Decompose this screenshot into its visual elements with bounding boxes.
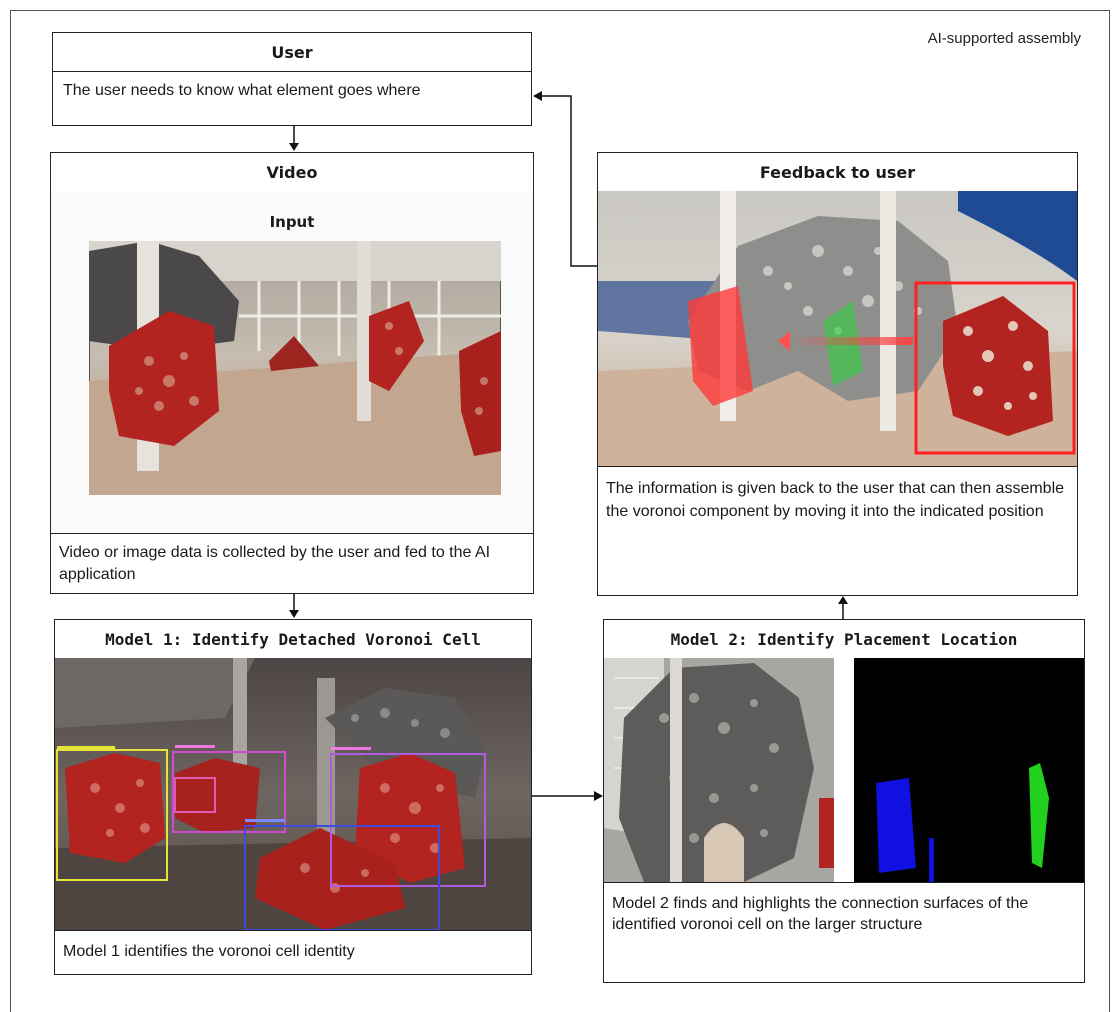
feedback-box-title: Feedback to user (598, 153, 1077, 192)
input-image-label: Input (269, 213, 315, 231)
feedback-rendering-image (598, 191, 1077, 466)
model2-placement-image (604, 658, 1084, 882)
model2-box: Model 2: Identify Placement Location Mod… (603, 619, 1085, 983)
video-box-title: Video (51, 153, 533, 192)
input-video-frame-image (89, 241, 501, 495)
video-box-divider (51, 533, 533, 534)
diagram-caption: AI-supported assembly (927, 30, 1081, 47)
diagram-frame (10, 10, 1110, 1012)
model1-detection-image (55, 658, 531, 930)
user-box-title: User (53, 33, 531, 72)
video-box: Video Input (50, 152, 534, 594)
feedback-box: Feedback to user The information i (597, 152, 1078, 596)
model2-box-divider (604, 882, 1084, 883)
model2-box-text: Model 2 finds and highlights the connect… (612, 895, 1029, 933)
user-box-text: The user needs to know what element goes… (63, 82, 421, 99)
model1-box: Model 1: Identify Detached Voronoi Cell (54, 619, 532, 975)
feedback-box-divider (598, 466, 1077, 467)
model2-box-title: Model 2: Identify Placement Location (604, 620, 1084, 659)
model1-box-divider (55, 930, 531, 931)
video-box-text: Video or image data is collected by the … (59, 544, 491, 583)
user-box: User The user needs to know what element… (52, 32, 532, 126)
feedback-box-text: The information is given back to the use… (606, 480, 1065, 520)
input-image-panel: Input (51, 191, 533, 533)
model1-box-title: Model 1: Identify Detached Voronoi Cell (55, 620, 531, 659)
model1-box-text: Model 1 identifies the voronoi cell iden… (63, 943, 355, 960)
